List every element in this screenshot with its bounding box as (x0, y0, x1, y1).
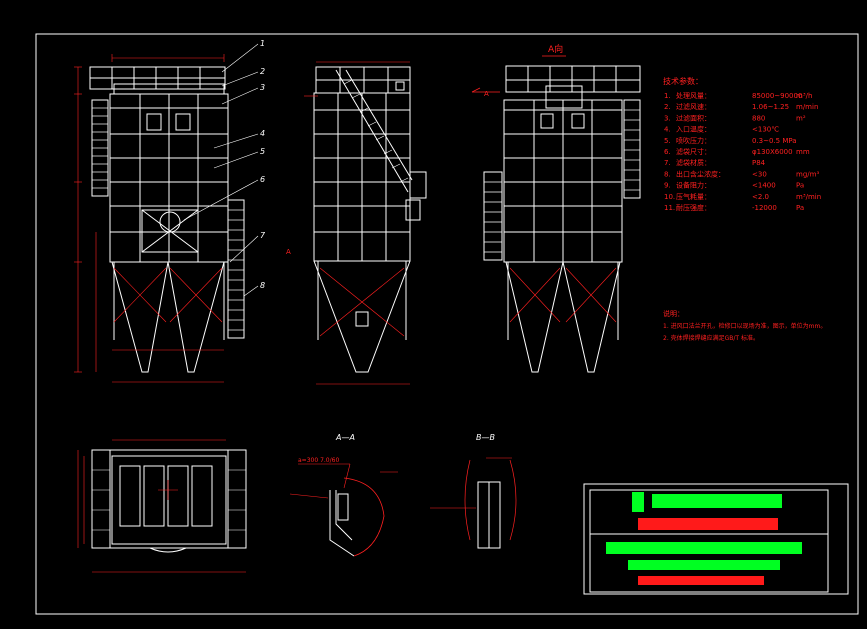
left-ladder-rungs (92, 107, 108, 189)
spec-name: 入口温度： (676, 125, 711, 134)
front-view: 1 2 3 4 5 6 7 8 (74, 39, 266, 383)
spec-unit: Pa (796, 204, 804, 212)
title-block-green-bar-3 (628, 560, 780, 570)
spec-unit: Pa (796, 182, 804, 190)
spec-no: 5. (664, 137, 671, 145)
sheet-border (35, 33, 859, 615)
title-block-green-bar-1 (652, 494, 782, 508)
section-a-label: A—A (335, 433, 355, 442)
title-block-green-bar-2 (606, 542, 802, 554)
spec-value: 880 (752, 114, 765, 122)
spec-name: 滤袋尺寸： (676, 147, 711, 156)
direction-label-mid: A (286, 248, 291, 256)
title-block-frame (583, 483, 849, 595)
section-b: B—B (430, 433, 517, 549)
section-a: A—A a=300 7.0/60 (289, 433, 398, 557)
callout-6: 6 (260, 175, 265, 184)
callout-8: 8 (260, 281, 265, 290)
spec-name: 设备阻力： (676, 181, 711, 190)
callout-3: 3 (260, 83, 265, 92)
spec-name: 出口含尘浓度： (676, 169, 725, 178)
spec-value: <30 (752, 170, 767, 178)
spec-value: 1.06~1.25 (752, 103, 789, 111)
callout-4: 4 (260, 129, 265, 138)
plan-view (77, 439, 247, 573)
title-block-red-bar-2 (638, 576, 764, 585)
spec-name: 处理风量： (676, 91, 711, 100)
section-b-label: B—B (476, 433, 495, 442)
weld-label: a=300 7.0/60 (298, 457, 339, 464)
spec-value: 0.3~0.5 MPa (752, 137, 797, 145)
callout-2: 2 (260, 67, 265, 76)
spec-value: <1400 (752, 182, 776, 190)
direction-label-right: A (484, 90, 489, 98)
spec-unit: m³/min (796, 193, 821, 201)
spec-value: 85000~90000 (752, 92, 802, 100)
callout-1: 1 (260, 39, 265, 48)
spec-no: 10. (664, 193, 675, 201)
spec-name: 喷吹压力： (676, 136, 711, 145)
spec-name: 过滤面积： (676, 113, 711, 122)
spec-name: 过滤风速： (676, 102, 711, 111)
spec-no: 9. (664, 182, 671, 190)
spec-no: 4. (664, 126, 671, 134)
spec-unit: m³/h (796, 92, 812, 100)
title-block-red-bar-1 (638, 518, 778, 530)
callout-5: 5 (260, 147, 265, 156)
note-line-2: 2. 壳体焊接焊缝应满足GB/T 标准。 (663, 334, 759, 342)
spec-value: P84 (752, 159, 766, 167)
middle-view (304, 61, 427, 385)
spec-no: 3. (664, 114, 671, 122)
spec-name: 耐压强度： (676, 203, 711, 212)
spec-unit: m/min (796, 103, 818, 111)
side-view: A向 (471, 43, 641, 373)
callout-labels: 1 2 3 4 5 6 7 8 (260, 39, 266, 290)
spec-no: 11. (664, 204, 675, 212)
spec-unit: mg/m³ (796, 170, 819, 178)
callout-7: 7 (260, 231, 266, 240)
spec-name: 压气耗量： (676, 192, 711, 201)
spec-no: 8. (664, 170, 671, 178)
spec-unit: m² (796, 114, 806, 122)
spec-no: 2. (664, 103, 671, 111)
spec-no: 1. (664, 92, 671, 100)
spec-title: 技术参数： (663, 76, 703, 86)
spec-value: -12000 (752, 204, 777, 212)
spec-no: 7. (664, 159, 671, 167)
spec-value: <130℃ (752, 126, 779, 134)
title-block (583, 483, 849, 595)
spec-value: <2.0 (752, 193, 769, 201)
spec-no: 6. (664, 148, 671, 156)
title-block-green-tag (632, 492, 644, 512)
spec-name: 滤袋材质： (676, 158, 711, 167)
spec-value: φ130X6000 (752, 148, 793, 156)
note-line-1: 1. 进风口法兰开孔，检修口以现场为准，图示，单位为mm。 (663, 322, 826, 330)
spec-unit: mm (796, 148, 810, 156)
notes-title: 说明： (663, 309, 684, 318)
side-view-label: A向 (548, 43, 563, 55)
